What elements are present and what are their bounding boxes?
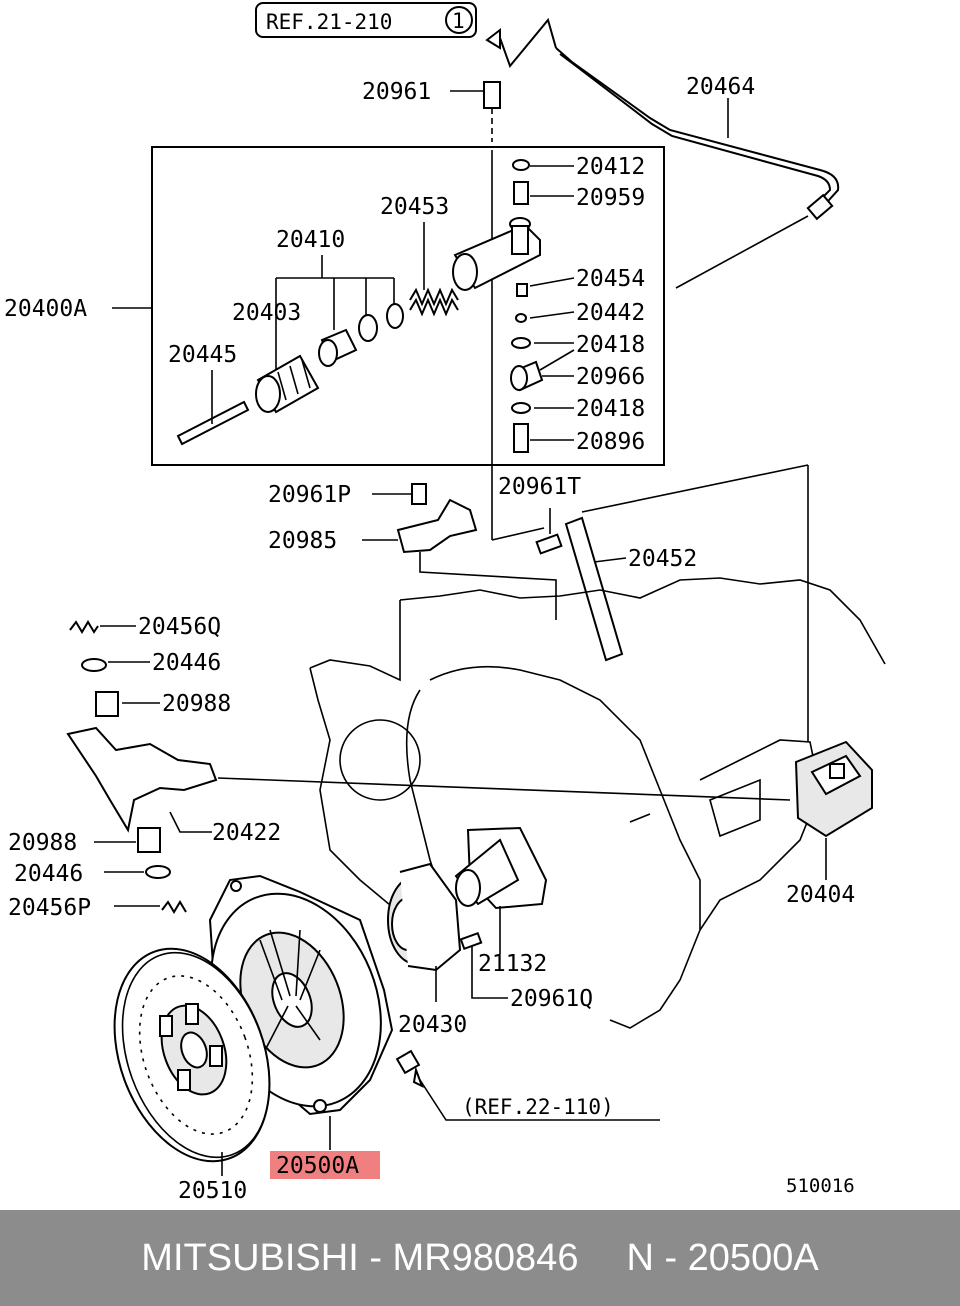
label-20412[interactable]: 20412	[576, 154, 645, 180]
break-line	[499, 17, 557, 68]
bolt-20961	[483, 81, 501, 142]
label-20961P[interactable]: 20961P	[268, 482, 351, 508]
label-20422[interactable]: 20422	[212, 820, 281, 846]
ref-arrow-icon	[485, 27, 501, 50]
highlight-20500A	[270, 1151, 380, 1179]
pipe-20464	[555, 47, 840, 211]
clutch-disc-20510	[113, 947, 271, 1163]
ring-20446-b	[145, 865, 171, 879]
piston-seals	[318, 303, 404, 367]
label-20456Q[interactable]: 20456Q	[138, 614, 221, 640]
ref-22-110-text: (REF.22-110)	[462, 1095, 614, 1119]
label-20445[interactable]: 20445	[168, 342, 237, 368]
label-20896[interactable]: 20896	[576, 429, 645, 455]
ref-21-210-text: REF.21-210	[266, 10, 392, 34]
label-20961T[interactable]: 20961T	[498, 474, 581, 500]
ref-22-110-callout[interactable]: (REF.22-110)	[395, 1049, 660, 1121]
label-20430[interactable]: 20430	[398, 1012, 467, 1038]
label-20464[interactable]: 20464	[686, 74, 755, 100]
label-20456P[interactable]: 20456P	[8, 895, 91, 921]
label-20452[interactable]: 20452	[628, 546, 697, 572]
label-20453[interactable]: 20453	[380, 194, 449, 220]
label-20961[interactable]: 20961	[362, 79, 431, 105]
parts-diagram: REF.21-210 1 20961 20464 20400A 20412 20…	[4, 2, 886, 1204]
spring-20453	[409, 287, 459, 317]
label-20510[interactable]: 20510	[178, 1178, 247, 1204]
release-bearing-20430	[387, 862, 462, 972]
boot-20403	[255, 354, 320, 414]
ring-20446-a	[81, 658, 107, 672]
spring-20456P	[161, 900, 187, 914]
bushing-20988-a	[95, 691, 119, 717]
assembly-box-20400A	[151, 146, 665, 466]
footer-bar: MITSUBISHI - MR980846 N - 20500A	[0, 1210, 960, 1306]
spring-20456Q	[69, 620, 99, 634]
label-20454[interactable]: 20454	[576, 266, 645, 292]
ref-21-210-circle-number: 1	[452, 9, 465, 33]
footer-separator: -	[358, 1236, 393, 1279]
ring-20412	[512, 159, 530, 171]
label-20400A[interactable]: 20400A	[4, 296, 87, 322]
fork-20422	[66, 726, 218, 833]
bracket-20985	[396, 498, 478, 554]
pushrod-20445	[176, 400, 250, 446]
guide-21132	[454, 826, 548, 910]
label-20988-a[interactable]: 20988	[162, 691, 231, 717]
label-20442[interactable]: 20442	[576, 300, 645, 326]
label-20410[interactable]: 20410	[276, 227, 345, 253]
label-20446-a[interactable]: 20446	[152, 650, 221, 676]
label-21132[interactable]: 21132	[478, 951, 547, 977]
label-20500A[interactable]: 20500A	[276, 1153, 359, 1179]
label-20961Q[interactable]: 20961Q	[510, 986, 593, 1012]
label-20966[interactable]: 20966	[576, 364, 645, 390]
footer-reference: N - 20500A	[626, 1236, 819, 1279]
shaft-20452	[564, 516, 624, 662]
label-20418-a[interactable]: 20418	[576, 332, 645, 358]
footer-brand: MITSUBISHI	[141, 1236, 359, 1279]
footer-part-number: MR980846	[392, 1236, 579, 1279]
label-20404[interactable]: 20404	[786, 882, 855, 908]
bushing-20988-b	[137, 827, 161, 853]
label-20403[interactable]: 20403	[232, 300, 301, 326]
bolt-20896	[513, 423, 529, 453]
label-20418-b[interactable]: 20418	[576, 396, 645, 422]
diagram-code: 510016	[786, 1175, 855, 1197]
label-20985[interactable]: 20985	[268, 528, 337, 554]
bleeder-20959	[513, 181, 529, 205]
label-20988-b[interactable]: 20988	[8, 830, 77, 856]
slave-cylinder-body	[452, 217, 541, 291]
boot-20404	[794, 740, 873, 838]
label-20959[interactable]: 20959	[576, 185, 645, 211]
ref-21-210-callout[interactable]: REF.21-210 1	[255, 2, 477, 38]
label-20446-b[interactable]: 20446	[14, 861, 83, 887]
